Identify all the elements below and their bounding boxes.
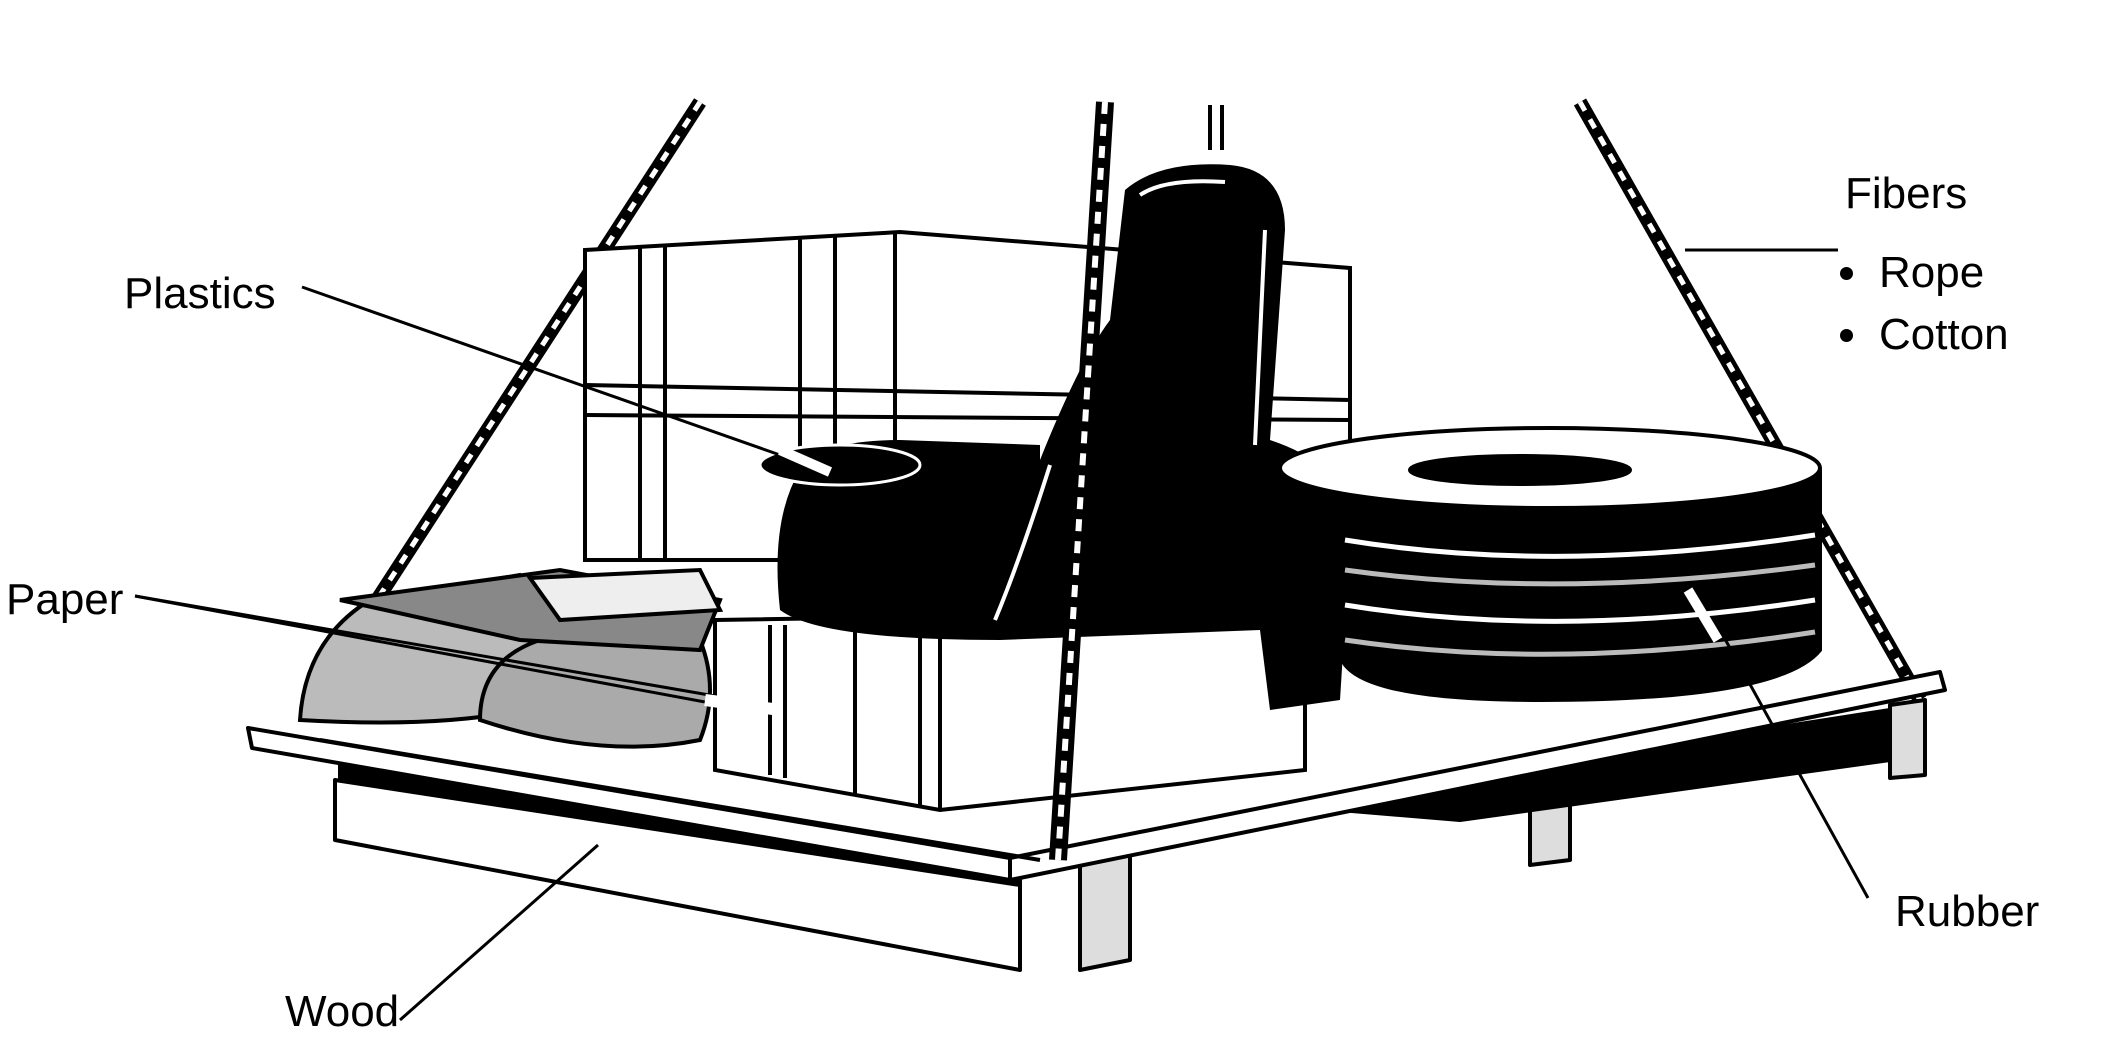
list-item: Rope: [1840, 242, 2009, 304]
list-item: Cotton: [1840, 304, 2009, 366]
bullet-icon: [1840, 267, 1853, 280]
fibers-label: Fibers: [1845, 172, 1967, 216]
paper-bundles: [300, 570, 720, 747]
bullet-icon: [1840, 329, 1853, 342]
wood-label: Wood: [285, 990, 399, 1034]
cardboard-box: [715, 615, 1305, 810]
fibers-list: Rope Cotton: [1840, 242, 2009, 366]
rubber-label: Rubber: [1895, 890, 2039, 934]
plastics-label: Plastics: [124, 272, 276, 316]
rubber-tire-stack: [1280, 428, 1820, 700]
paper-label: Paper: [6, 578, 123, 622]
